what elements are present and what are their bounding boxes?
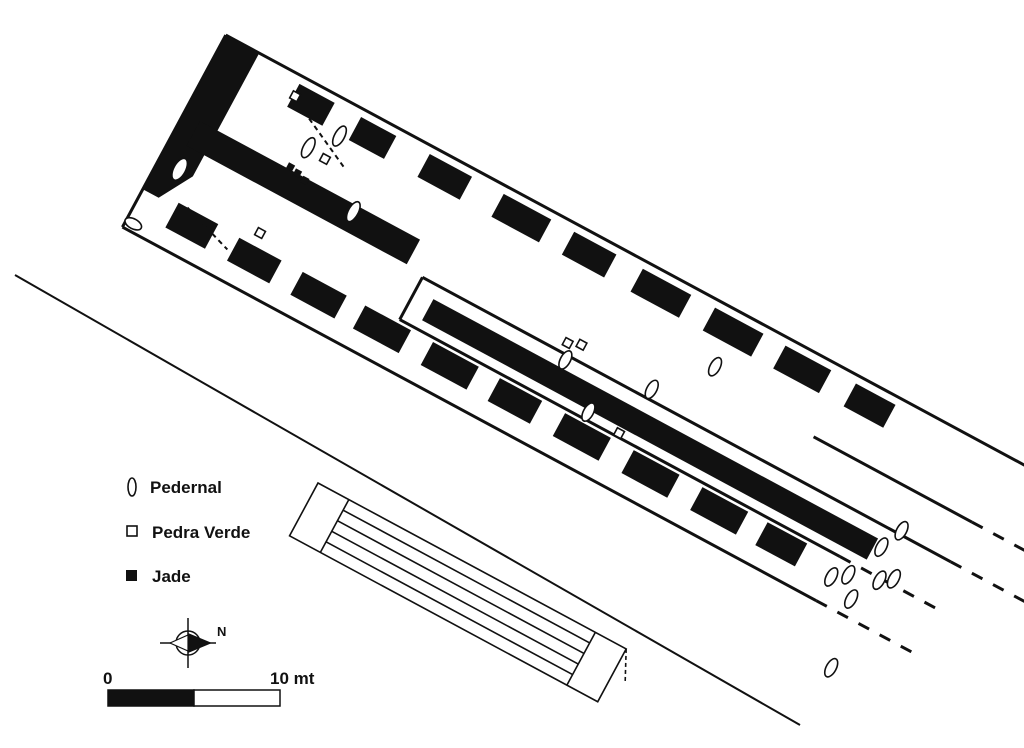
pedernal-find <box>894 520 909 541</box>
inner-room-wall <box>812 435 973 524</box>
south-room-2 <box>290 271 347 319</box>
southwest-corner-block <box>165 202 219 249</box>
north-room-3 <box>417 154 473 200</box>
pedra-verde-finds <box>253 89 626 440</box>
pedernal-find <box>872 570 887 591</box>
scale-bar-filled-half <box>107 689 195 707</box>
wall-masses <box>142 35 879 560</box>
scale-bar: 0 10 mt <box>103 669 315 707</box>
jade-find <box>292 168 303 178</box>
platform-step <box>331 530 579 665</box>
middle-north-wall <box>421 275 952 564</box>
pedernal-find <box>345 200 361 223</box>
legend-label-pedra-verde: Pedra Verde <box>152 523 250 542</box>
pedra-verde-find <box>612 426 626 440</box>
jade-finds <box>285 162 310 186</box>
south-room-7 <box>621 450 680 498</box>
pedernal-find <box>331 125 348 147</box>
west-wall-mass <box>142 35 260 198</box>
legend-item-jade: Jade <box>126 567 191 586</box>
north-room-4 <box>491 193 552 243</box>
south-room-6 <box>552 413 611 461</box>
legend: Pedernal Pedra Verde Jade <box>126 477 250 586</box>
south-room-blocks <box>226 237 808 567</box>
lower-long-bench <box>422 299 879 560</box>
stepped-platform <box>288 481 628 703</box>
pedernal-find <box>124 216 143 231</box>
pedernal-find <box>171 157 189 182</box>
north-room-7 <box>702 307 764 357</box>
pedra-verde-find <box>561 336 575 350</box>
north-room-2 <box>348 117 397 159</box>
north-room-6 <box>630 268 692 318</box>
legend-label-jade: Jade <box>152 567 191 586</box>
legend-item-pedernal: Pedernal <box>127 477 222 497</box>
scale-start-label: 0 <box>103 669 112 688</box>
platform-step <box>342 509 591 644</box>
south-wall-dashed-b <box>815 599 923 659</box>
pedernal-find <box>300 136 316 159</box>
dashed-divisions <box>186 118 345 251</box>
platform-side-left <box>319 499 350 553</box>
north-arrow: N <box>160 618 226 668</box>
platform-step <box>337 520 585 655</box>
south-room-9 <box>755 522 808 567</box>
inner-wall-dashed <box>971 520 1024 581</box>
platform-side-right <box>566 631 597 686</box>
north-room-9 <box>843 383 896 428</box>
legend-label-pedernal: Pedernal <box>150 478 222 497</box>
pedernal-find <box>841 564 856 585</box>
outer-walls <box>121 33 1024 602</box>
middle-wall-dashed <box>950 560 1024 620</box>
north-arrow-icon <box>160 618 216 668</box>
pedernal-find <box>874 537 889 558</box>
site-boundary-line <box>14 274 801 726</box>
square-outline-icon <box>126 525 138 537</box>
scale-end-label: 10 mt <box>270 669 315 688</box>
leaf-outline-icon <box>127 477 137 497</box>
pedra-verde-find <box>318 152 332 166</box>
dashed-division-upper <box>308 118 345 168</box>
north-room-8 <box>773 345 832 394</box>
south-room-4 <box>420 342 479 390</box>
square-filled-icon <box>126 570 137 581</box>
legend-item-pedra-verde: Pedra Verde <box>126 523 250 542</box>
north-room-5 <box>561 231 617 278</box>
middle-west-wall <box>398 276 424 321</box>
south-room-1 <box>226 237 282 284</box>
platform-outline <box>288 481 628 703</box>
south-room-8 <box>690 487 749 535</box>
jade-find <box>285 162 296 172</box>
south-room-5 <box>487 378 543 424</box>
pedernal-find <box>558 350 573 370</box>
pedra-verde-find <box>288 89 302 103</box>
dashed-division-lower <box>186 206 229 251</box>
pedernal-find <box>843 589 859 609</box>
pedernal-finds <box>124 125 909 678</box>
platform-dashed-end <box>624 648 627 683</box>
pedernal-find <box>823 657 839 678</box>
pedernal-find <box>707 356 723 377</box>
pedernal-find <box>644 379 659 400</box>
upper-long-bench <box>186 121 421 265</box>
pedernal-find <box>886 568 902 589</box>
pedra-verde-find <box>253 226 267 240</box>
south-room-3 <box>352 305 412 354</box>
scale-bar-empty-half <box>193 689 281 707</box>
pedernal-find <box>581 402 596 423</box>
north-outer-wall <box>225 33 1024 477</box>
north-label: N <box>217 624 226 639</box>
pedernal-find <box>824 567 839 587</box>
platform-step <box>325 541 573 676</box>
building-plan <box>121 33 1024 678</box>
jade-find <box>300 175 310 186</box>
pedra-verde-find <box>574 338 588 352</box>
north-room-blocks <box>287 83 896 428</box>
south-outer-wall <box>121 225 817 602</box>
